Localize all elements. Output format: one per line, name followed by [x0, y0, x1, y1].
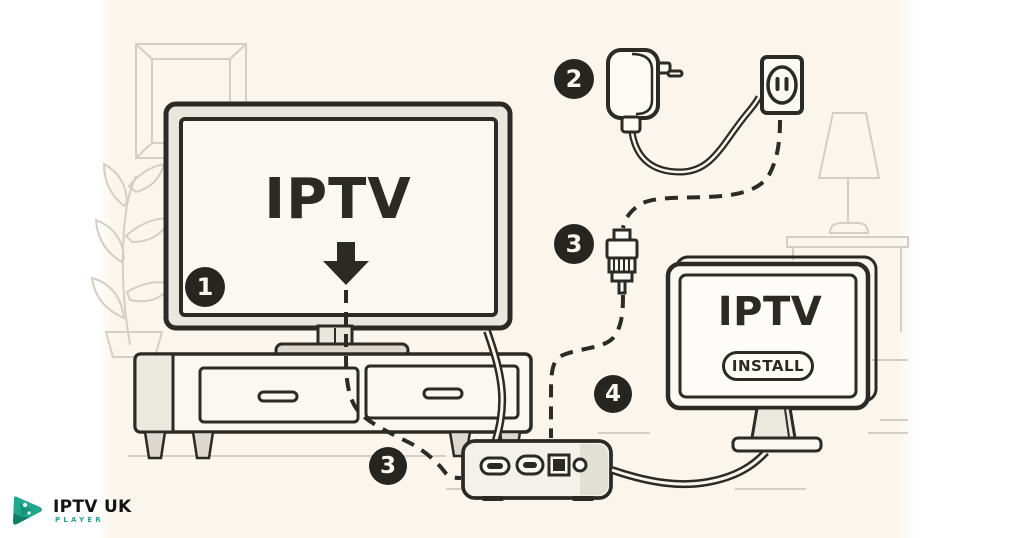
step-badge-3-bottom: 3	[369, 447, 407, 485]
tv-screen-text: IPTV	[264, 167, 412, 232]
set-top-box	[461, 439, 613, 501]
adapter-tip	[620, 115, 642, 134]
box-foot	[572, 496, 594, 501]
box-foot	[482, 496, 504, 501]
step-badge-4: 4	[594, 375, 632, 413]
tv-cabinet	[133, 352, 533, 460]
monitor-screen-text: IPTV	[717, 289, 823, 335]
cabinet-leg	[143, 430, 167, 460]
step-badge-1: 1	[185, 267, 225, 307]
plant-icon	[90, 162, 174, 358]
adapter-inner-line	[631, 52, 654, 116]
cabinet-leg	[191, 430, 215, 460]
tv	[163, 101, 513, 359]
install-button: INSTALL	[722, 351, 814, 381]
plug-prong-icon	[666, 69, 684, 78]
drawer-right-handle	[422, 387, 464, 400]
tv-screen	[179, 117, 498, 317]
brand-logo: IPTV UK PLAYER	[8, 491, 132, 531]
cabinet-side-panel	[133, 352, 175, 434]
power-led-icon	[572, 457, 588, 473]
power-adapter-group	[606, 48, 804, 176]
lamp-icon	[817, 112, 881, 234]
coax-connector-icon	[605, 228, 639, 295]
dashed-power-route-top	[621, 119, 782, 229]
step-badge-3-top: 3	[554, 224, 594, 264]
hdmi-cable-box-to-monitor	[610, 449, 769, 489]
brand-name: IPTV UK	[53, 496, 132, 517]
hdmi-cable-tv-to-box	[483, 329, 507, 445]
dashed-power-route-bottom	[549, 294, 625, 438]
monitor-stand-base	[731, 436, 823, 453]
dashed-av-route	[344, 290, 462, 480]
box-shade	[580, 444, 608, 495]
play-logo-icon	[13, 496, 42, 525]
drawer-left-handle	[257, 390, 299, 403]
brand-subtitle: PLAYER	[55, 515, 104, 524]
down-arrow-icon	[323, 242, 369, 285]
step-badge-2: 2	[554, 59, 594, 99]
